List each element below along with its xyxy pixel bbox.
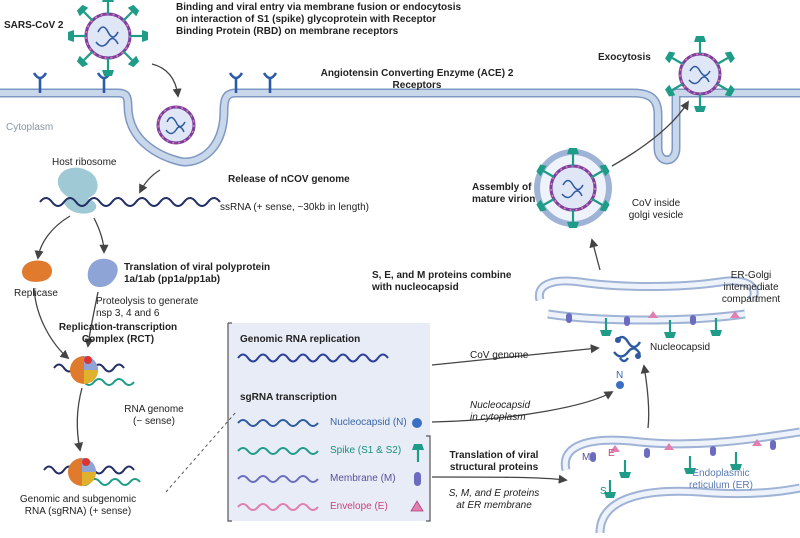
arrow-polyprotein-to-rct [84, 291, 99, 348]
translation-struct-label-line1: Translation of viral [449, 450, 539, 461]
nucleocapsid-label: Nucleocapsid [650, 342, 711, 353]
er-label-line1: Endoplasmic [692, 468, 750, 479]
sgrna-label-line2: RNA (sgRNA) (+ sense) [24, 506, 132, 517]
arrow-replicase-to-rct [33, 287, 70, 360]
m-protein-icon [414, 472, 421, 486]
exocytosed-virion [662, 34, 738, 114]
rna-genome-label-line1: RNA genome [124, 404, 184, 415]
er-proteins [590, 439, 776, 500]
s-rna-strand [237, 447, 319, 455]
sem-label-line1: S, E, and M proteins combine [372, 270, 512, 281]
e-protein-icon [410, 500, 424, 512]
arrow-golgi-to-exocytosis [611, 100, 689, 167]
sars-cov2-virion [66, 0, 150, 78]
ergolgi-label-line2: intermediate [723, 282, 779, 293]
arrow-to-polyprotein [93, 217, 109, 254]
arrow-release [139, 169, 161, 194]
arrow-n-to-nucleocapsid [431, 391, 614, 423]
nucleocapsid-complex [613, 335, 642, 363]
release-label: Release of nCOV genome [228, 174, 350, 185]
sme-er-label-line1: S, M, and E proteins [448, 488, 540, 499]
rct-complex [43, 458, 141, 486]
plasma-membrane [0, 88, 800, 167]
e-letter-label: E [608, 448, 615, 459]
nucleocapsid-cyto-label-line2: in cytoplasm [470, 412, 526, 423]
ergic-proteins [566, 311, 740, 340]
translation-label-line1: Translation of viral polyprotein [124, 262, 271, 273]
er-label-line2: reticulum (ER) [689, 480, 753, 491]
replicase-label: Replicase [14, 288, 58, 299]
sars-cov2-label: SARS-CoV 2 [4, 20, 64, 31]
ergolgi-label-line3: compartment [721, 294, 781, 305]
sme-er-label-line2: at ER membrane [456, 500, 532, 511]
nucleocapsid-cyto-label-line1: Nucleocapsid [470, 400, 531, 411]
rct-label-line1: Replication-transcription [58, 322, 178, 333]
proteolysis-label-line1: Proteolysis to generate [96, 296, 199, 307]
arrow-er-to-ergic [640, 364, 650, 429]
arrow-structural-to-er [431, 474, 568, 484]
nucleocapsid-n-label: Nucleocapsid (N) [330, 417, 407, 428]
genomic-replication-heading: Genomic RNA replication [240, 334, 361, 345]
replicase-protein [22, 260, 52, 282]
rna-genome-label-line2: (− sense) [133, 416, 175, 427]
s-letter-label: S [600, 486, 607, 497]
arrow-to-replicase [34, 215, 71, 260]
assembly-label-line1: Assembly of [472, 182, 532, 193]
arrow-entry [151, 63, 182, 98]
viral-polyprotein [87, 258, 118, 288]
cov-golgi-label-line1: CoV inside [631, 198, 681, 209]
cov-genome-label: CoV genome [470, 350, 529, 361]
sem-label-line2: with nucleocapsid [372, 282, 459, 293]
entry-label-line1: Binding and viral entry via membrane fus… [176, 2, 462, 13]
cov-golgi-label-line2: golgi vesicle [628, 210, 684, 221]
n-letter-label: N [616, 370, 624, 381]
host-ribosome-label: Host ribosome [52, 157, 117, 168]
ssrna-label: ssRNA (+ sense, ~30kb in length) [220, 202, 369, 213]
arrow-ergic-to-golgi [589, 238, 601, 271]
sgrna-transcription-heading: sgRNA transcription [240, 392, 337, 403]
arrow-rct-to-sgrna [74, 387, 84, 452]
sgrna-label-line1: Genomic and subgenomic [19, 494, 137, 505]
spike-s-label: Spike (S1 & S2) [330, 445, 402, 456]
entry-label-line2: on interaction of S1 (spike) glycoprotei… [176, 14, 437, 25]
rct-label-line2: Complex (RCT) [81, 334, 155, 345]
rct-complex [53, 356, 135, 386]
n-protein-icon [412, 418, 422, 428]
proteolysis-label-line2: nsp 3, 4 and 6 [96, 308, 160, 319]
endosome-virion [156, 105, 196, 145]
translation-label-line2: 1a/1ab (pp1a/pp1ab) [124, 274, 221, 285]
exocytosis-label: Exocytosis [598, 52, 651, 63]
assembly-label-line2: mature virion [472, 194, 536, 205]
m-rna-strand [237, 475, 319, 483]
envelope-e-label: Envelope (E) [330, 501, 388, 512]
arrow-genome-to-nucleocapsid [431, 344, 600, 366]
ssrna-genome [39, 197, 221, 207]
transcription-panel [228, 323, 430, 521]
e-rna-strand [237, 503, 319, 511]
entry-label-line3: Binding Protein (RBD) on membrane recept… [176, 26, 399, 37]
translation-struct-label-line2: structural proteins [449, 462, 539, 473]
ace2-label-line1: Angiotensin Converting Enzyme (ACE) 2 [320, 68, 514, 79]
ace2-label-line2: Receptors [392, 80, 442, 91]
ergolgi-label-line1: ER-Golgi [730, 270, 772, 281]
golgi-vesicle [534, 146, 612, 230]
n-rna-strand [237, 419, 319, 427]
cytoplasm-label: Cytoplasm [6, 122, 54, 133]
host-ribosome [57, 167, 98, 200]
membrane-m-label: Membrane (M) [330, 473, 396, 484]
n-protein [616, 381, 624, 389]
genomic-rna-strand [237, 353, 389, 363]
m-letter-label: M [582, 452, 591, 463]
